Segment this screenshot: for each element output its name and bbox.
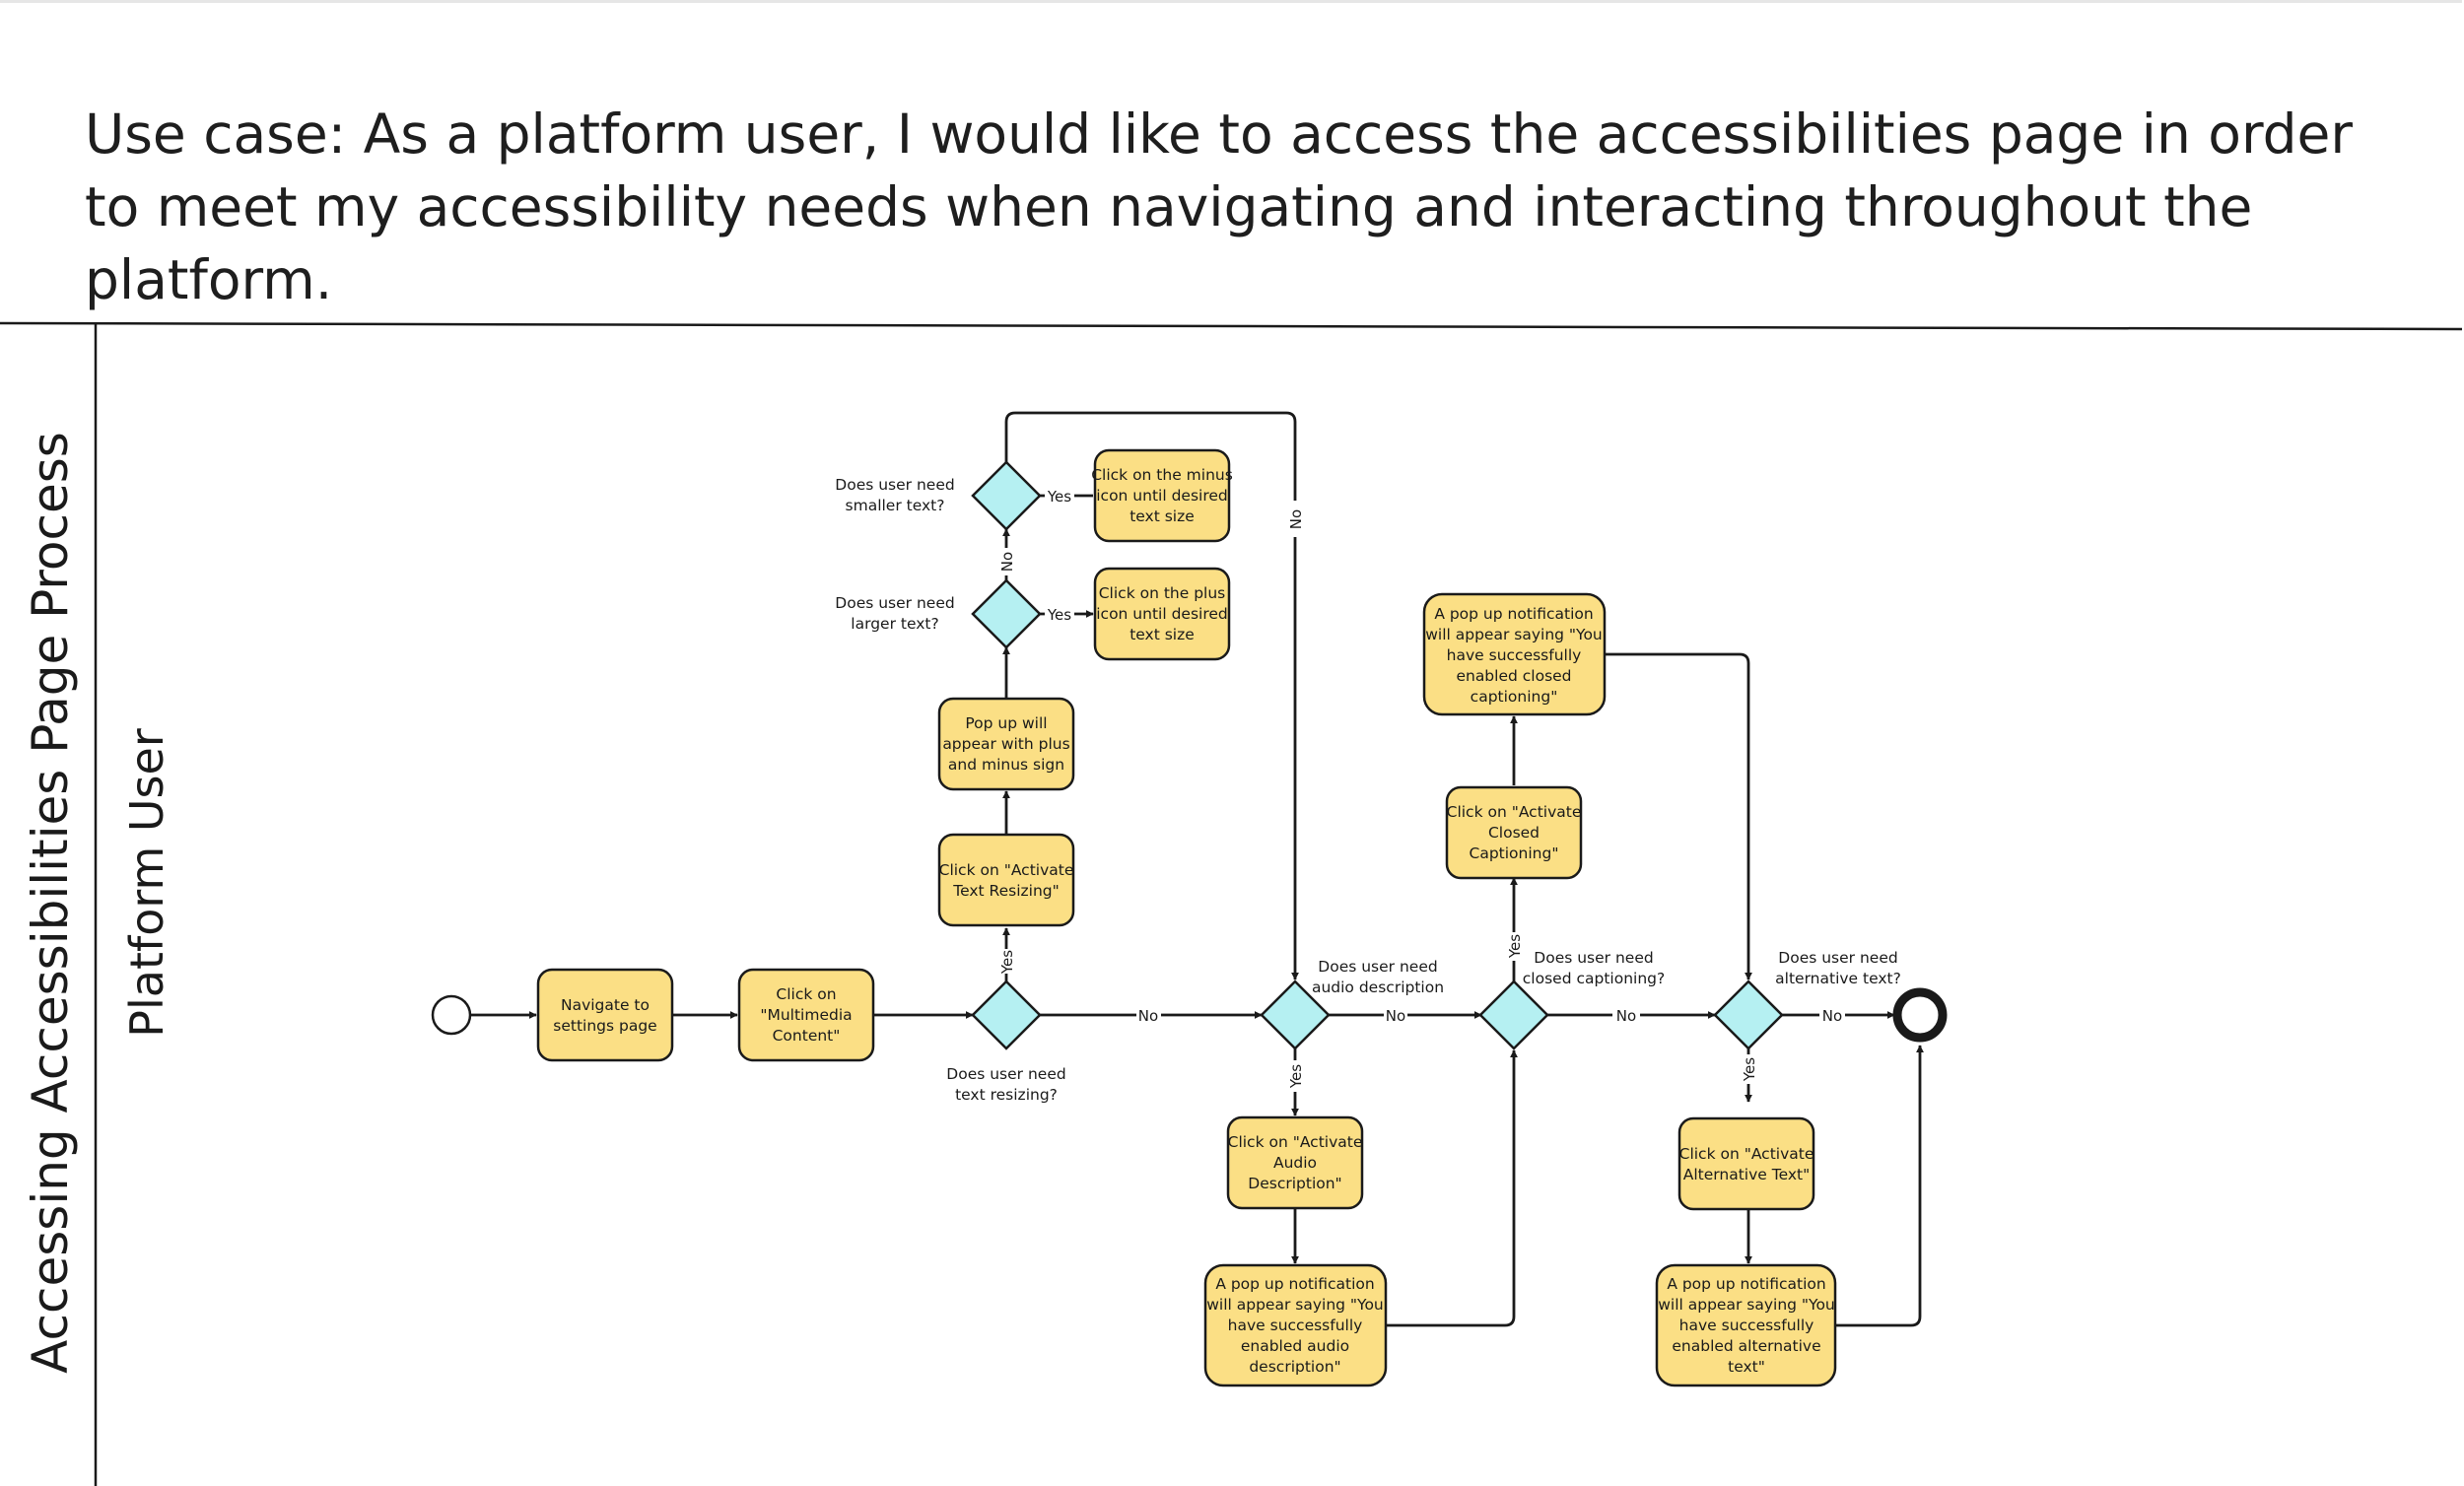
label-no-gw6: No: [1822, 1007, 1842, 1025]
edge-gw3-loop-no: [1004, 411, 1295, 979]
gateway-larger-text: [971, 578, 1042, 649]
task-click-plus: [1093, 567, 1231, 661]
label-yes-gw2: Yes: [1047, 606, 1071, 624]
gateways: [971, 460, 1784, 1050]
gateway-text-resizing: [971, 979, 1042, 1050]
task-navigate: [536, 968, 674, 1062]
label-no-gw1: No: [1138, 1007, 1158, 1025]
task-alt-text: [1677, 1116, 1815, 1211]
task-alt-popup: [1655, 1263, 1837, 1387]
task-multimedia: [737, 968, 875, 1062]
label-yes-gw5: Yes: [1506, 934, 1524, 959]
label-no-gw4: No: [1386, 1007, 1405, 1025]
gateway-alt-text: [1713, 979, 1784, 1050]
gateway-captioning: [1478, 979, 1549, 1050]
label-yes-gw1: Yes: [998, 950, 1016, 975]
label-yes-gw4: Yes: [1287, 1064, 1305, 1089]
task-text-resizing: [937, 833, 1075, 927]
task-cc-popup: [1422, 592, 1607, 716]
task-click-minus: [1093, 448, 1231, 543]
gateway-smaller-text: [971, 460, 1042, 531]
gateway-audio: [1260, 979, 1331, 1050]
start-event: [431, 994, 472, 1036]
end-event: [1892, 987, 1948, 1043]
lane-label: Platform User: [120, 728, 173, 1038]
edge-labels: No Yes Yes No Yes No No Yes No Yes No Ye…: [998, 488, 1842, 1089]
label-no-loop: No: [1287, 509, 1305, 529]
task-popup-plus-minus: [937, 697, 1075, 791]
header-section: Use case: As a platform user, I would li…: [0, 0, 2462, 326]
task-audio-popup: [1203, 1263, 1388, 1387]
edge-altpopup-end: [1835, 1045, 1924, 1327]
edge-audiopopup-gw5: [1386, 1049, 1518, 1327]
label-no-gw2: No: [998, 552, 1016, 572]
label-yes-gw3: Yes: [1047, 488, 1071, 506]
edge-ccpopup-gw6: [1605, 652, 1752, 980]
task-audio-desc: [1226, 1115, 1364, 1210]
pool-top-border: [0, 321, 2463, 331]
use-case-title: Use case: As a platform user, I would li…: [85, 102, 2353, 311]
edges: [471, 411, 1924, 1327]
pool-label: Accessing Accessibilities Page Process: [22, 432, 79, 1374]
task-closed-captioning: [1445, 785, 1583, 880]
label-no-gw5: No: [1616, 1007, 1636, 1025]
tasks: [536, 448, 1837, 1387]
label-yes-gw6: Yes: [1741, 1057, 1758, 1082]
